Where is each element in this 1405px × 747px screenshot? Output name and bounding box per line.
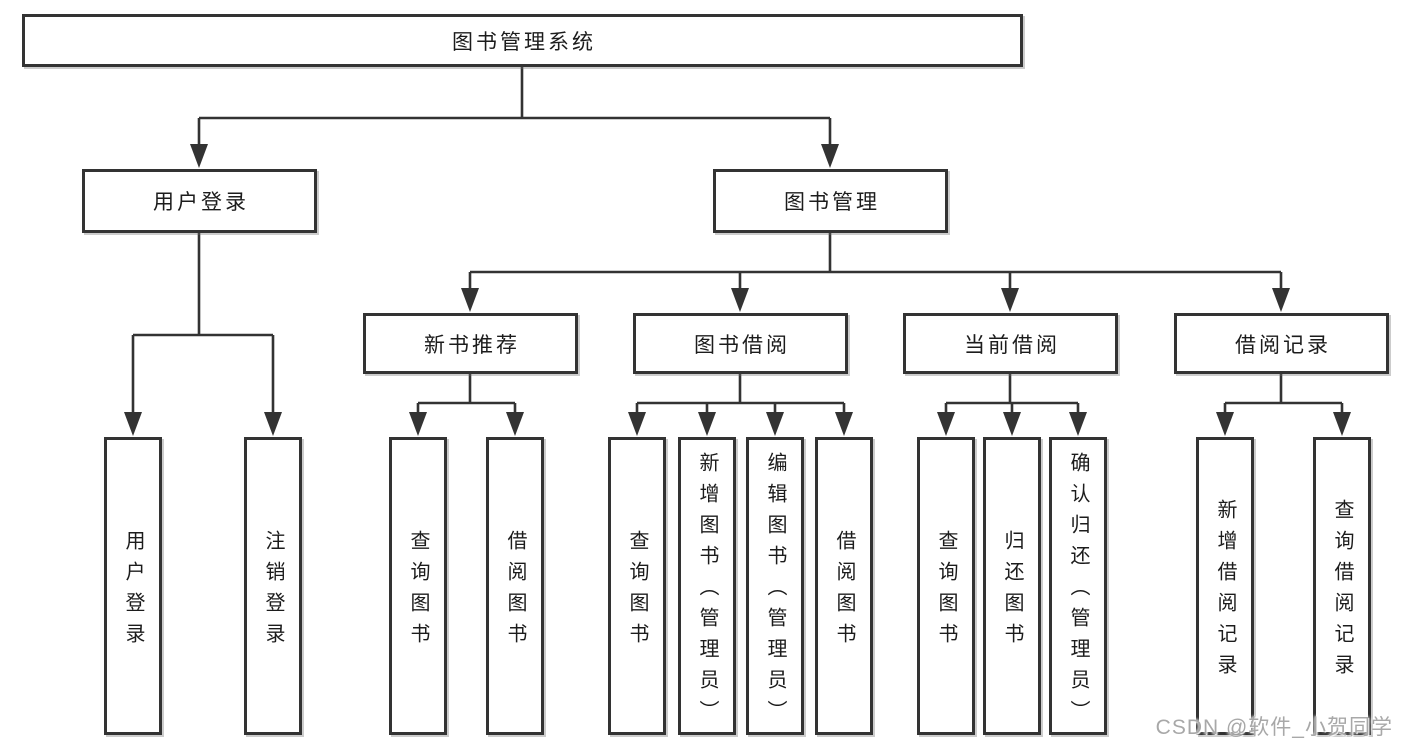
- leaf-logout-login: 注销登录: [244, 437, 302, 735]
- leaf-label: 编辑图书（管理员）: [764, 452, 786, 731]
- leaf-add-borrow-record: 新增借阅记录: [1196, 437, 1254, 735]
- leaf-return-books: 归还图书: [983, 437, 1041, 735]
- csdn-watermark: CSDN @软件_小贺同学: [1155, 716, 1393, 739]
- node-label: 新书推荐: [424, 333, 520, 357]
- arrow-heads: [124, 144, 1351, 436]
- node-book-management: 图书管理: [713, 169, 948, 233]
- node-current-borrowing: 当前借阅: [903, 313, 1118, 374]
- node-book-borrowing: 图书借阅: [633, 313, 848, 374]
- leaf-query-books-borrow: 查询图书: [608, 437, 666, 735]
- leaf-borrow-books-recommend: 借阅图书: [486, 437, 544, 735]
- leaf-query-books-recommend: 查询图书: [389, 437, 447, 735]
- leaf-label: 查询图书: [407, 529, 429, 654]
- node-label: 图书管理: [784, 191, 880, 214]
- leaf-label: 新增图书（管理员）: [696, 452, 718, 731]
- leaf-add-books-admin: 新增图书（管理员）: [678, 437, 736, 735]
- leaf-borrow-books-borrow: 借阅图书: [815, 437, 873, 735]
- leaf-label: 查询图书: [935, 529, 957, 654]
- leaf-label: 借阅图书: [504, 529, 526, 654]
- leaf-label: 归还图书: [1001, 529, 1023, 654]
- leaf-user-login: 用户登录: [104, 437, 162, 735]
- leaf-confirm-return-admin: 确认归还（管理员）: [1049, 437, 1107, 735]
- connector-paths: [131, 67, 1344, 418]
- node-borrowing-records: 借阅记录: [1174, 313, 1389, 374]
- node-library-system: 图书管理系统: [22, 14, 1023, 67]
- leaf-label: 新增借阅记录: [1214, 498, 1236, 685]
- leaf-label: 查询图书: [626, 529, 648, 654]
- node-label: 图书借阅: [694, 333, 790, 357]
- node-label: 当前借阅: [964, 333, 1060, 357]
- leaf-label: 确认归还（管理员）: [1067, 452, 1089, 731]
- leaf-edit-books-admin: 编辑图书（管理员）: [746, 437, 804, 735]
- leaf-query-borrow-record: 查询借阅记录: [1313, 437, 1371, 735]
- leaf-label: 注销登录: [262, 529, 284, 654]
- leaf-label: 用户登录: [122, 529, 144, 654]
- node-new-book-recommendation: 新书推荐: [363, 313, 578, 374]
- leaf-label: 查询借阅记录: [1331, 498, 1353, 685]
- node-user-login: 用户登录: [82, 169, 317, 233]
- node-label: 图书管理系统: [452, 30, 596, 54]
- leaf-query-books-current: 查询图书: [917, 437, 975, 735]
- node-label: 用户登录: [153, 191, 249, 214]
- leaf-label: 借阅图书: [833, 529, 855, 654]
- node-label: 借阅记录: [1235, 333, 1331, 357]
